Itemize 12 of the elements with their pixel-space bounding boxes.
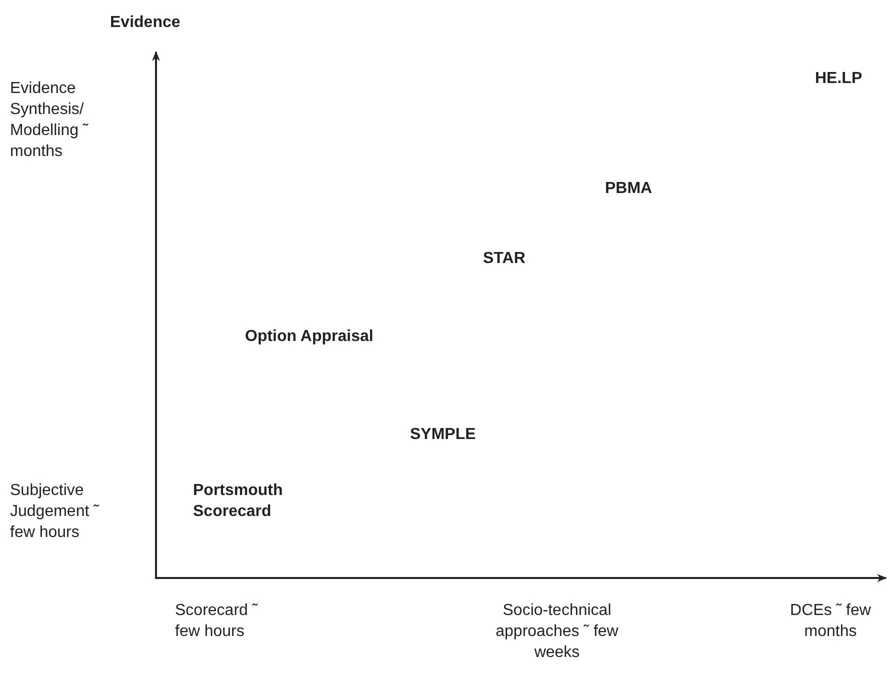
- method-label: Portsmouth Scorecard: [193, 481, 284, 522]
- axis-label: Socio-technical approaches ˜ few weeks: [494, 601, 620, 663]
- axis-title: Evidence: [110, 13, 180, 33]
- axis-label: Evidence Synthesis/ Modelling ˜ months: [10, 79, 90, 162]
- axis-label: DCEs ˜ few months: [789, 601, 872, 642]
- method-label: PBMA: [605, 179, 652, 199]
- method-label: SYMPLE: [410, 425, 476, 445]
- method-label: STAR: [483, 249, 526, 269]
- method-label: HE.LP: [815, 69, 862, 89]
- axis-label: Subjective Judgement ˜ few hours: [10, 481, 100, 543]
- axis-label: Scorecard ˜ few hours: [175, 601, 259, 642]
- method-label: Option Appraisal: [245, 327, 374, 347]
